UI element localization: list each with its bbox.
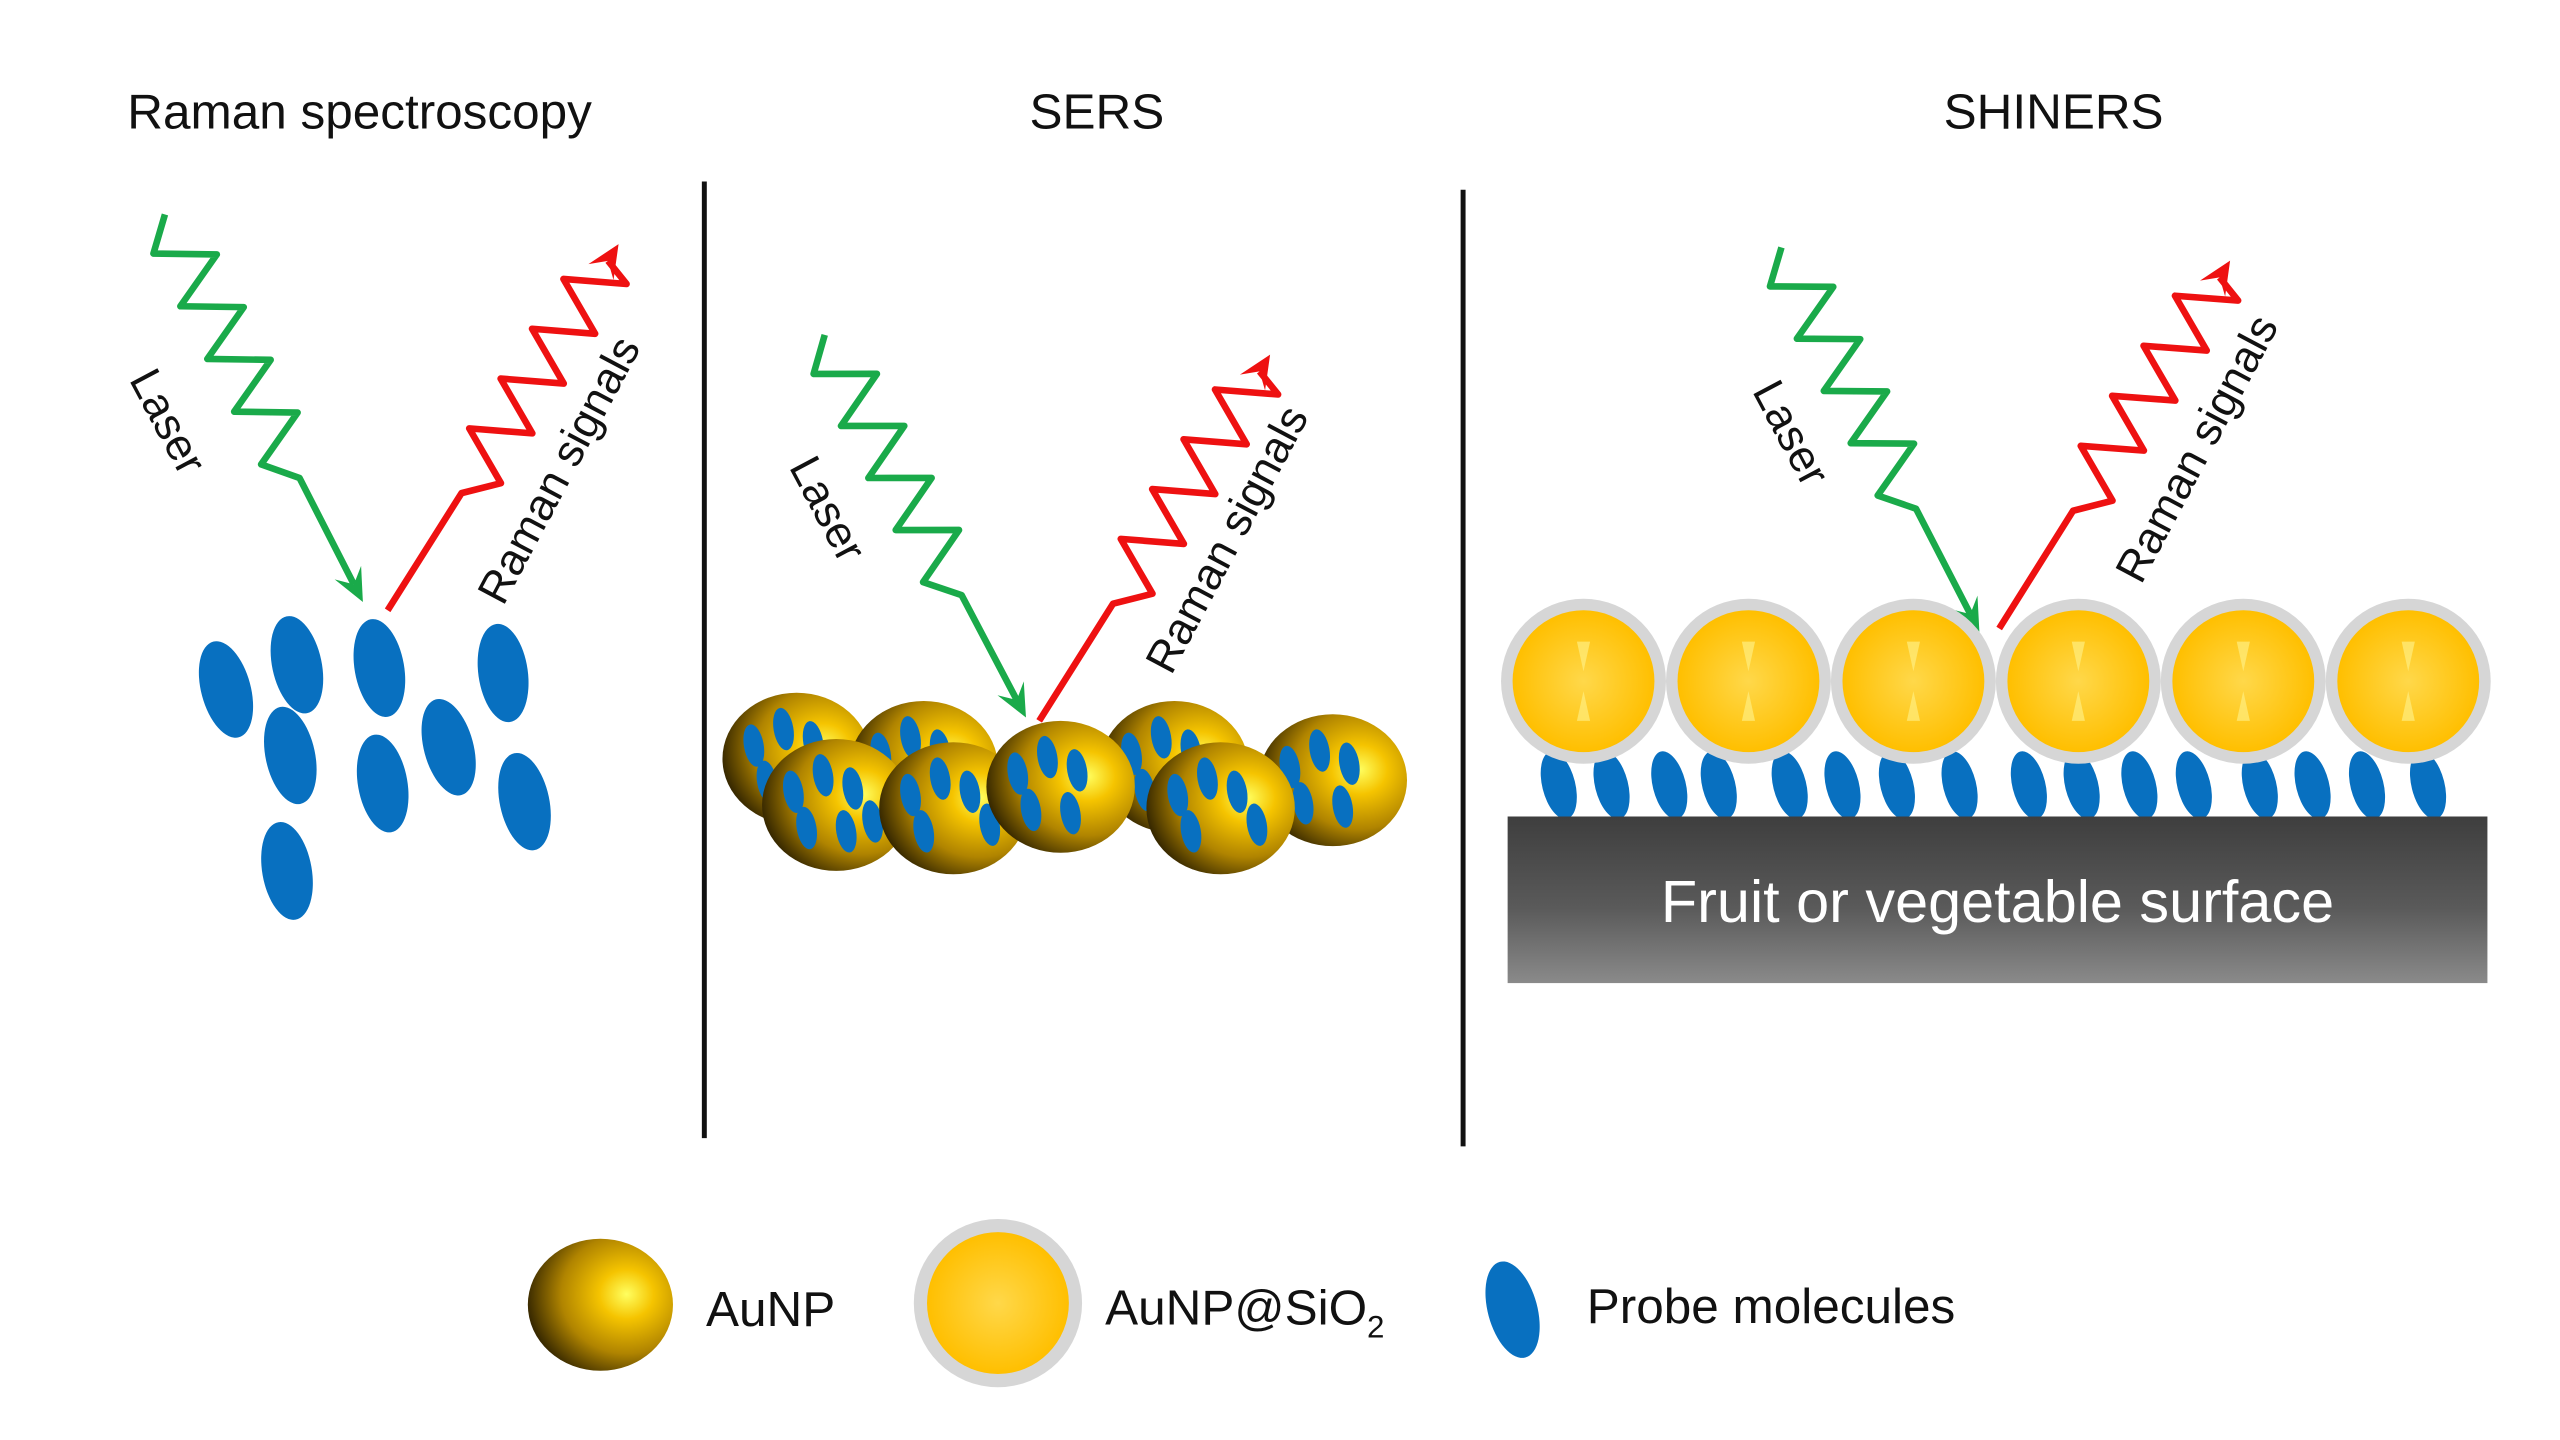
probe-molecule	[270, 616, 324, 714]
probe-molecule	[1878, 751, 1915, 820]
probe-molecule	[1196, 757, 1218, 800]
probe-molecules-surface	[1540, 751, 2447, 820]
gold-core	[1677, 610, 1820, 753]
legend-aunp-sio2-label: AuNP@SiO2	[1105, 1281, 1384, 1345]
probe-molecule	[498, 752, 551, 851]
panel-title-shiners: SHINERS	[1944, 85, 2164, 140]
probe-molecule	[264, 706, 317, 805]
raman-signal-wave-3	[1996, 275, 2242, 631]
probe-molecule	[862, 800, 884, 843]
aunp-particle	[986, 720, 1135, 853]
laser-label-2: Laser	[780, 448, 876, 569]
probe-molecule	[1651, 751, 1688, 820]
probe-molecule	[1226, 770, 1248, 813]
probe-molecule	[796, 806, 818, 850]
raman-signal-arrowhead-3	[2199, 260, 2231, 297]
probe-molecule	[1007, 752, 1029, 795]
gold-core	[2337, 610, 2480, 753]
gold-core	[1512, 610, 1655, 753]
laser-wave-3	[1766, 246, 1974, 616]
probe-molecule	[1941, 751, 1978, 820]
panel-title-sers: SERS	[1030, 85, 1165, 140]
probe-molecule	[1700, 751, 1737, 820]
laser-label-1: Laser	[120, 361, 216, 482]
probe-molecule	[1180, 810, 1202, 853]
laser-wave-2	[810, 333, 1020, 702]
probe-molecule	[198, 641, 254, 738]
laser-arrowhead-2	[997, 681, 1026, 718]
surface-label: Fruit or vegetable surface	[1661, 868, 2334, 935]
probe-molecule	[2121, 751, 2158, 820]
probe-molecule	[1150, 716, 1172, 759]
probe-molecule	[2063, 751, 2100, 820]
probe-molecule	[1036, 735, 1058, 779]
probe-molecule	[1246, 803, 1268, 846]
raman-signal-wave-2	[1036, 369, 1282, 723]
probe-molecule	[1824, 751, 1861, 820]
raman-signal-arrowhead-2	[1239, 354, 1271, 391]
gold-core	[2172, 610, 2315, 753]
probe-molecule	[356, 734, 409, 833]
probe-molecule	[1309, 729, 1331, 772]
laser-arrowhead-1	[334, 565, 363, 603]
probe-molecule	[842, 767, 864, 810]
legend-probe-icon	[1485, 1261, 1540, 1358]
core-highlight	[2236, 641, 2250, 721]
probe-molecule	[812, 754, 834, 797]
probe-molecule	[2348, 751, 2386, 820]
probe-molecule	[1066, 749, 1088, 792]
probe-molecule	[1332, 785, 1354, 828]
probe-molecule	[1167, 773, 1189, 817]
probe-molecule	[1020, 788, 1042, 832]
probe-molecule	[835, 810, 857, 853]
gold-core	[1842, 610, 1985, 753]
probe-molecule	[913, 810, 935, 853]
legend-aunp-icon	[527, 1238, 673, 1371]
probe-molecule	[900, 716, 921, 759]
raman-signal-wave-1	[384, 258, 630, 613]
probe-molecule	[1593, 751, 1630, 820]
legend-probe-label: Probe molecules	[1587, 1279, 1955, 1334]
panel-title-raman: Raman spectroscopy	[127, 85, 592, 140]
probe-molecule	[743, 724, 765, 767]
probe-molecule	[2175, 751, 2212, 820]
laser-wave-1	[150, 213, 357, 586]
probe-molecule	[1338, 742, 1360, 785]
probe-molecule	[2010, 751, 2047, 820]
probe-molecule	[1060, 792, 1081, 835]
probe-molecule	[773, 707, 794, 751]
probe-molecule	[1540, 751, 1577, 820]
probe-molecule	[782, 770, 804, 813]
legend-aunp-sio2-core-icon	[927, 1232, 1069, 1375]
aunp-aggregate	[722, 692, 1408, 875]
core-highlight	[1906, 641, 1920, 721]
probe-molecule	[2241, 751, 2278, 820]
core-highlight	[2401, 641, 2415, 721]
probe-molecules-free	[198, 616, 551, 920]
legend-aunp-label: AuNP	[706, 1282, 835, 1337]
probe-molecule	[1292, 782, 1314, 825]
probe-molecule	[959, 770, 981, 813]
core-highlight	[2071, 641, 2085, 721]
aunp-sio2-monolayer	[1501, 598, 2491, 764]
core-highlight	[1741, 641, 1756, 721]
fruit-surface	[1507, 816, 2488, 984]
probe-molecule	[261, 822, 313, 920]
gold-core	[2007, 610, 2150, 753]
probe-molecule	[2294, 751, 2331, 820]
probe-molecule	[353, 619, 406, 717]
aunp-particle	[1146, 742, 1295, 875]
probe-molecule	[2409, 751, 2447, 820]
raman-signal-arrowhead-1	[588, 244, 619, 280]
legend: AuNP AuNP@SiO2 Probe molecules	[527, 1218, 1955, 1388]
laser-arrowhead-3	[1951, 595, 1980, 632]
probe-molecule	[421, 698, 476, 796]
probe-molecule	[1771, 751, 1808, 820]
probe-molecule	[477, 623, 529, 723]
probe-molecule	[900, 773, 921, 817]
probe-molecule	[929, 757, 951, 800]
core-highlight	[1576, 641, 1591, 721]
